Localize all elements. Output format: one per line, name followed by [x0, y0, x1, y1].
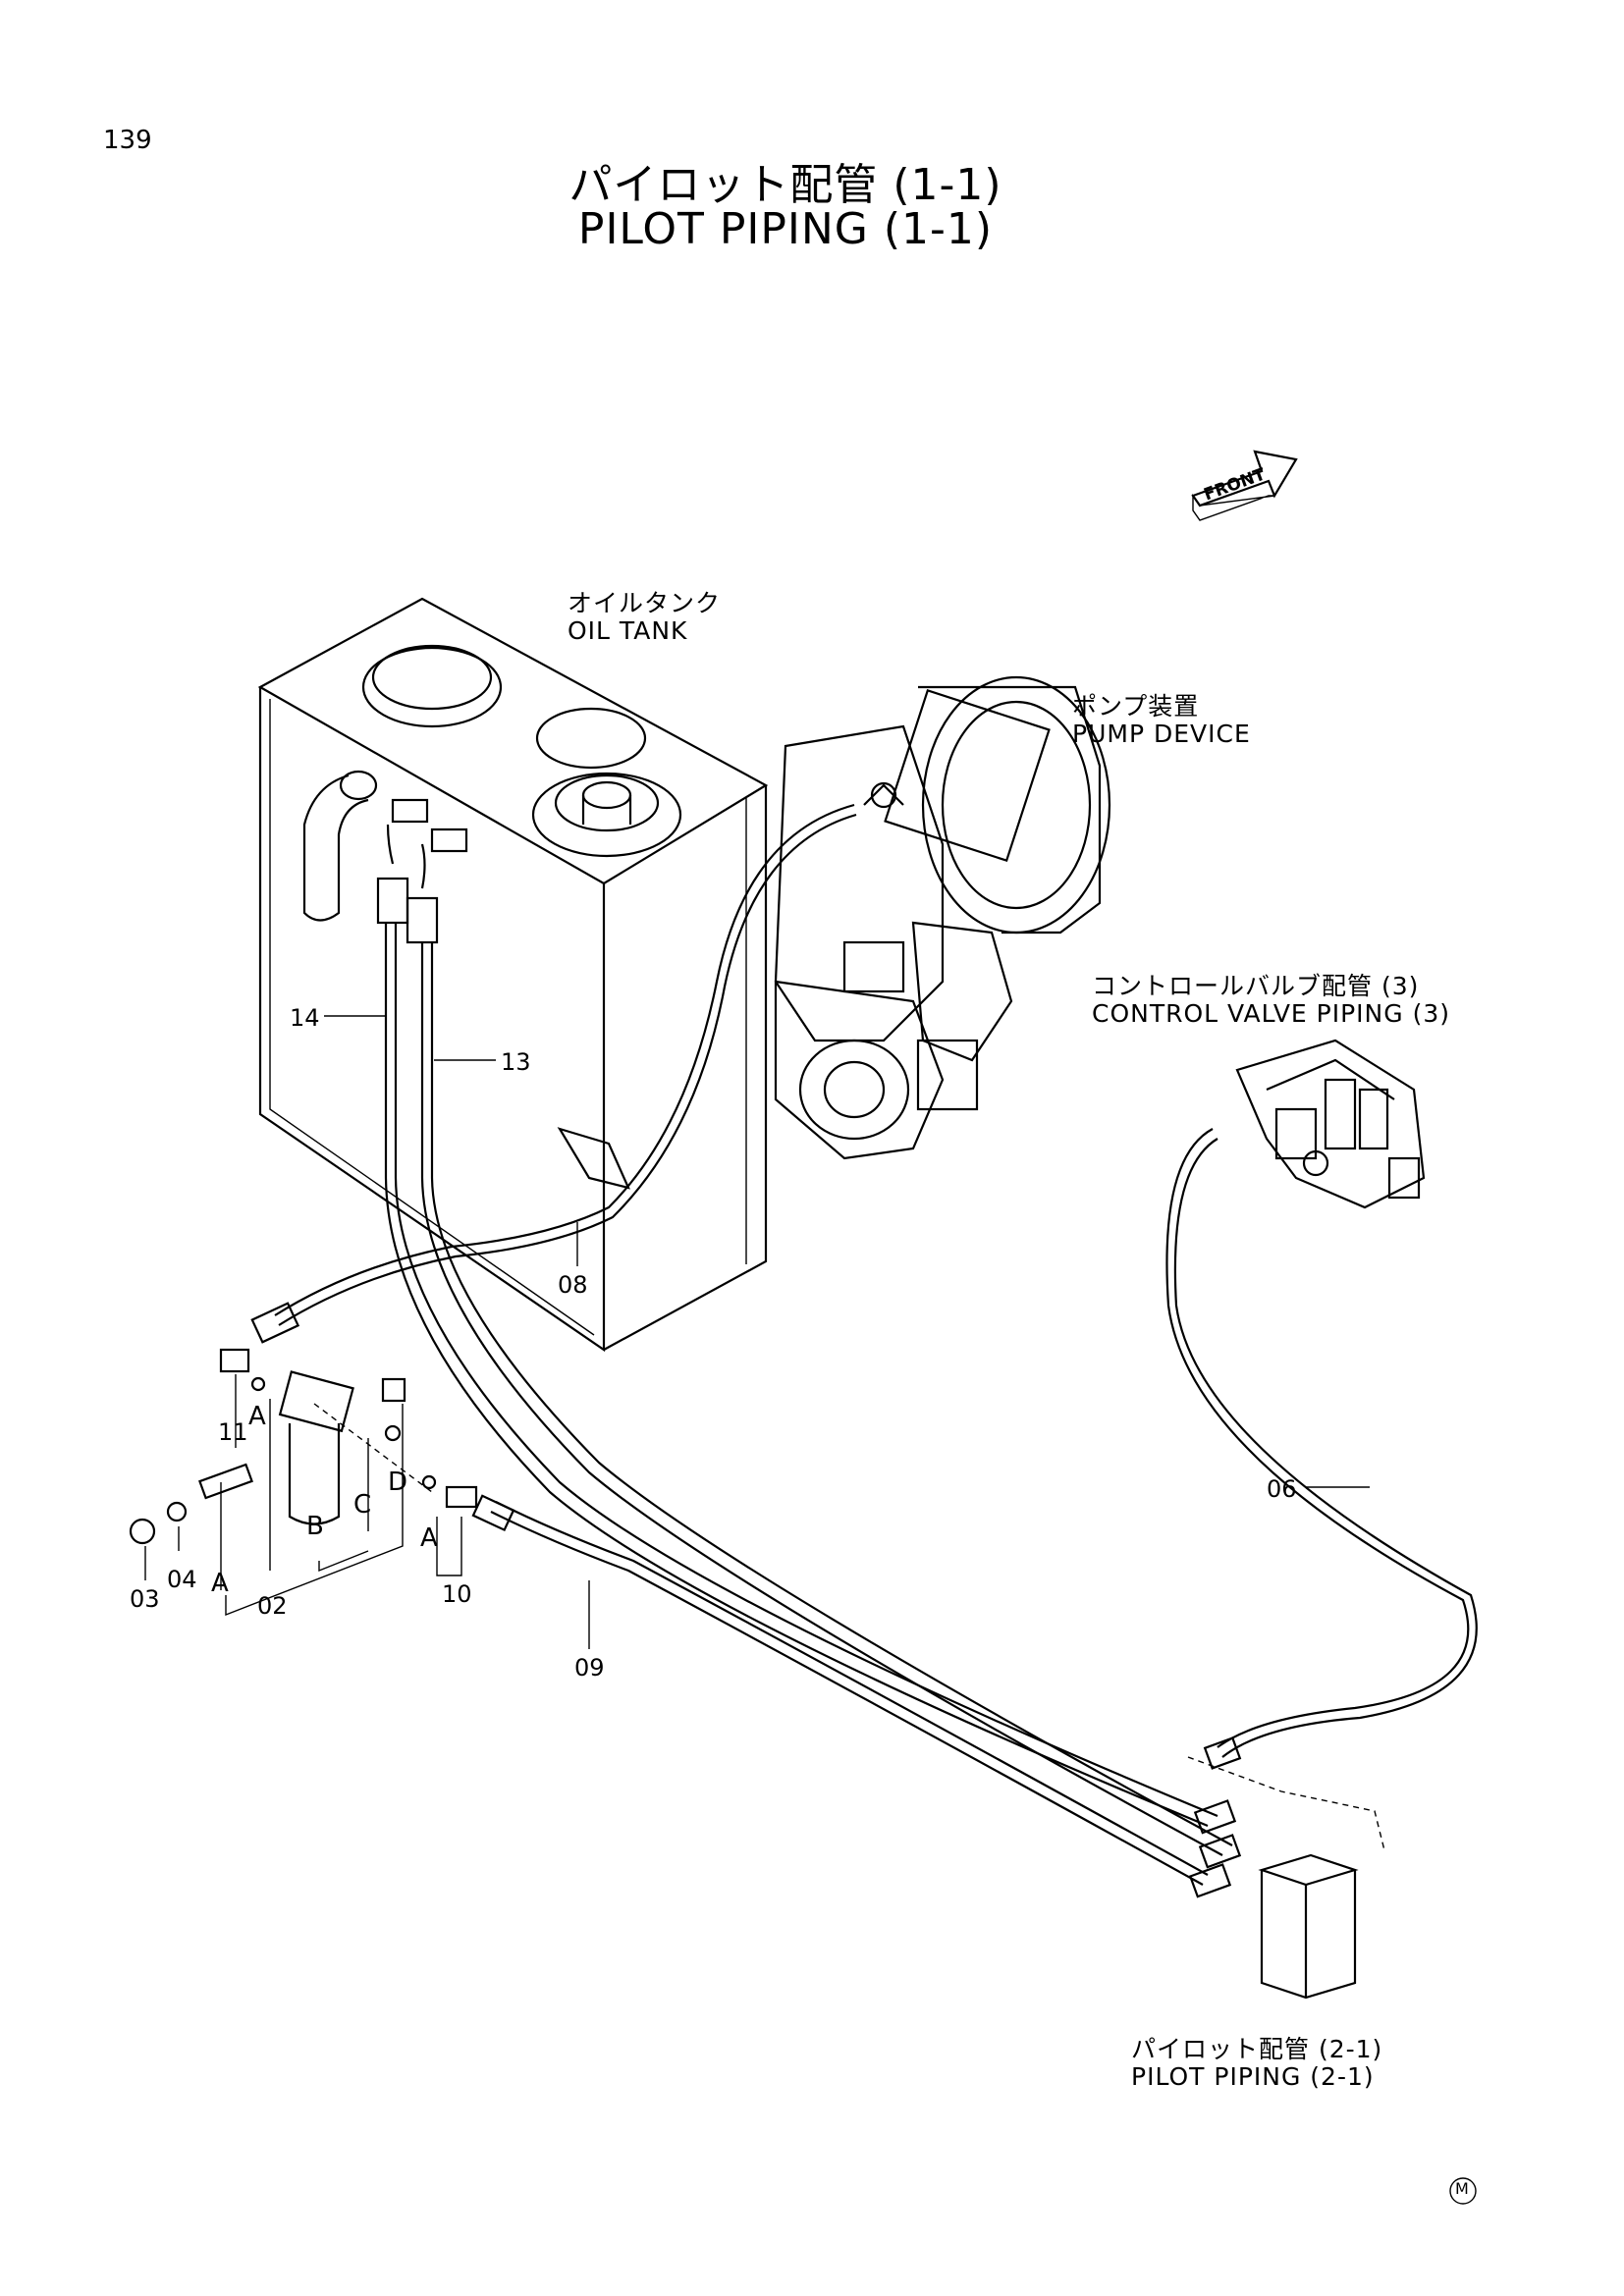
letter-b: B: [306, 1512, 324, 1541]
title-en: PILOT PIPING (1-1): [577, 204, 994, 254]
part-number-08: 08: [558, 1271, 588, 1299]
title-jp: パイロット配管 (1-1): [568, 160, 1002, 210]
letter-c: C: [353, 1490, 372, 1520]
part-number-09: 09: [574, 1654, 605, 1682]
part-number-10: 10: [442, 1580, 472, 1608]
part-number-14: 14: [290, 1004, 320, 1032]
part-number-02: 02: [257, 1592, 288, 1620]
part-number-04: 04: [167, 1566, 197, 1593]
mark-letter: M: [1455, 2179, 1469, 2198]
oil-tank-label-en: OIL TANK: [568, 616, 688, 645]
pilot-block-drawing: [1187, 1756, 1385, 2000]
mark-circle-icon: [1449, 2177, 1477, 2205]
filter-assembly-drawing: [129, 1348, 478, 1617]
pump-device-label-jp: ポンプ装置: [1072, 692, 1200, 721]
letter-d: D: [388, 1468, 408, 1497]
part-number-11: 11: [218, 1418, 248, 1446]
part-number-13: 13: [501, 1048, 531, 1076]
part-number-03: 03: [130, 1585, 160, 1613]
front-arrow-icon: [1191, 450, 1298, 521]
letter-a-right: A: [420, 1523, 438, 1553]
part-number-06: 06: [1267, 1475, 1297, 1503]
pilot-piping-label-jp: パイロット配管 (2-1): [1131, 2035, 1383, 2063]
control-valve-drawing: [1235, 1039, 1426, 1209]
control-valve-label-jp: コントロールバルブ配管 (3): [1092, 972, 1420, 1000]
letter-a-left: A: [211, 1569, 229, 1598]
control-valve-label-en: CONTROL VALVE PIPING (3): [1092, 999, 1450, 1028]
page-number: 139: [103, 126, 152, 155]
pump-device-label-en: PUMP DEVICE: [1072, 720, 1251, 748]
pump-device-drawing: [774, 675, 1111, 1160]
letter-a-top: A: [248, 1402, 266, 1431]
oil-tank-label-jp: オイルタンク: [568, 589, 722, 617]
pilot-piping-label-en: PILOT PIPING (2-1): [1131, 2062, 1375, 2091]
